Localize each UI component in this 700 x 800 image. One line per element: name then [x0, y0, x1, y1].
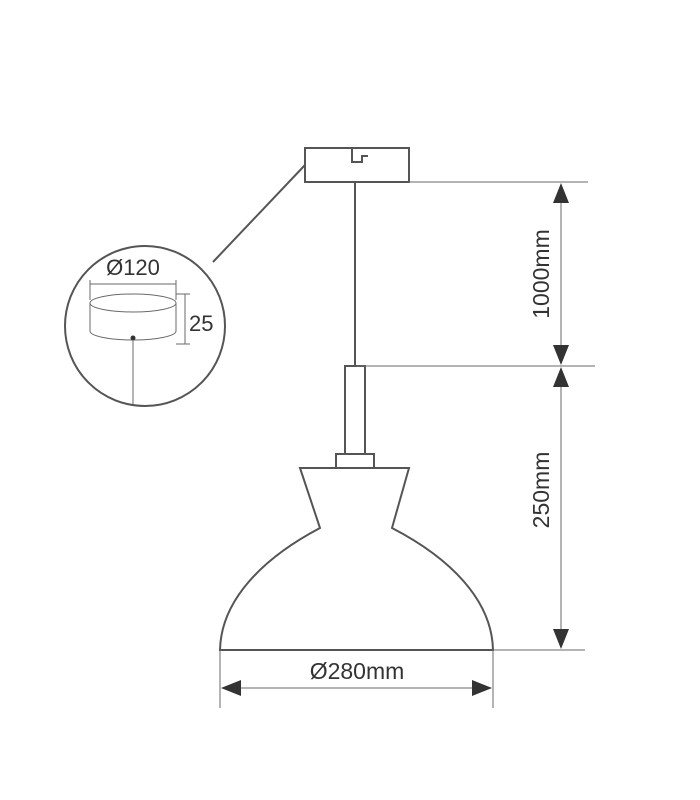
shade-diameter-label: Ø280mm [310, 658, 405, 684]
detail-circle [64, 245, 226, 407]
canopy-detail: Ø120 25 [64, 245, 226, 407]
cable-length-label: 1000mm [528, 229, 554, 318]
lamp-height-label: 250mm [528, 452, 554, 529]
lamp-height-dimension: 250mm [528, 367, 569, 649]
lamp-shade [218, 467, 495, 651]
detail-leader-line [212, 164, 306, 263]
lamp-stem [335, 365, 375, 469]
canopy-height-label: 25 [189, 311, 213, 336]
cable-length-dimension: 1000mm [528, 183, 569, 365]
ceiling-canopy [304, 147, 410, 183]
shade-diameter-dimension: Ø280mm [219, 650, 494, 708]
canopy-diameter-label: Ø120 [106, 255, 160, 280]
